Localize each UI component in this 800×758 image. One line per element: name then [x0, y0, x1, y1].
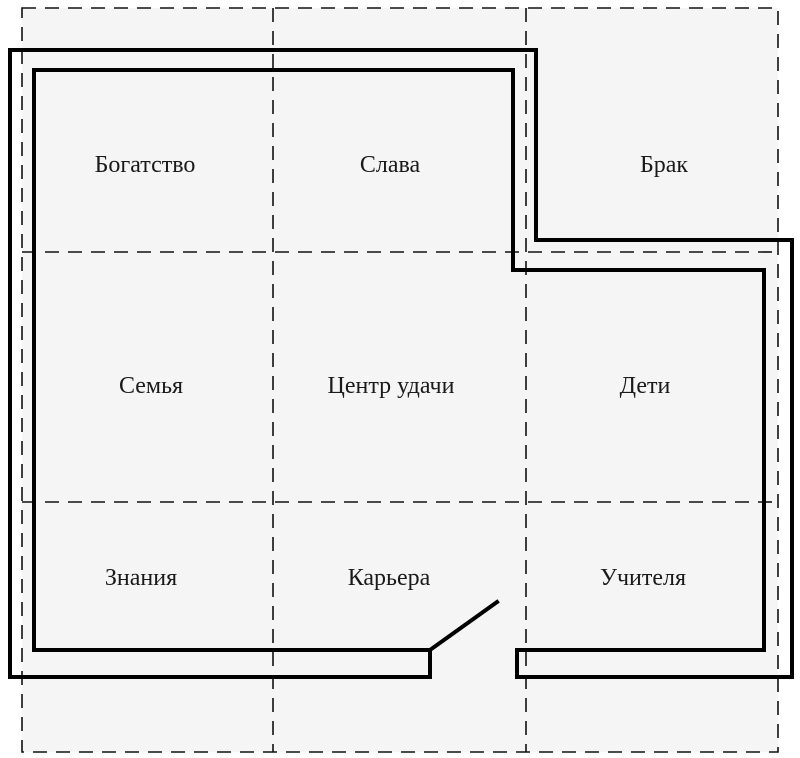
- walls: [8, 48, 794, 679]
- label-center: Центр удачи: [328, 373, 455, 399]
- cell-fame: [273, 8, 526, 252]
- outer-wall: [8, 48, 794, 679]
- label-children: Дети: [620, 373, 671, 399]
- cell-knowledge: [22, 502, 273, 752]
- label-teachers: Учителя: [600, 565, 686, 591]
- cell-children: [526, 252, 778, 502]
- door-leaf: [427, 599, 500, 653]
- cell-teachers: [526, 502, 778, 752]
- cell-marriage: [526, 8, 778, 252]
- label-knowledge: Знания: [105, 565, 177, 591]
- label-fame: Слава: [360, 152, 421, 178]
- bagua-grid: [21, 7, 779, 753]
- label-wealth: Богатство: [95, 152, 196, 178]
- grid-outline: [21, 7, 779, 753]
- label-family: Семья: [119, 373, 183, 399]
- cell-family: [22, 252, 273, 502]
- cell-center: [273, 252, 526, 502]
- label-marriage: Брак: [640, 152, 688, 178]
- cell-career: [273, 502, 526, 752]
- inner-wall: [32, 68, 766, 652]
- cell-wealth: [22, 8, 273, 252]
- label-career: Карьера: [348, 565, 431, 591]
- zone-labels: Богатство Слава Брак Семья Центр удачи Д…: [95, 152, 689, 591]
